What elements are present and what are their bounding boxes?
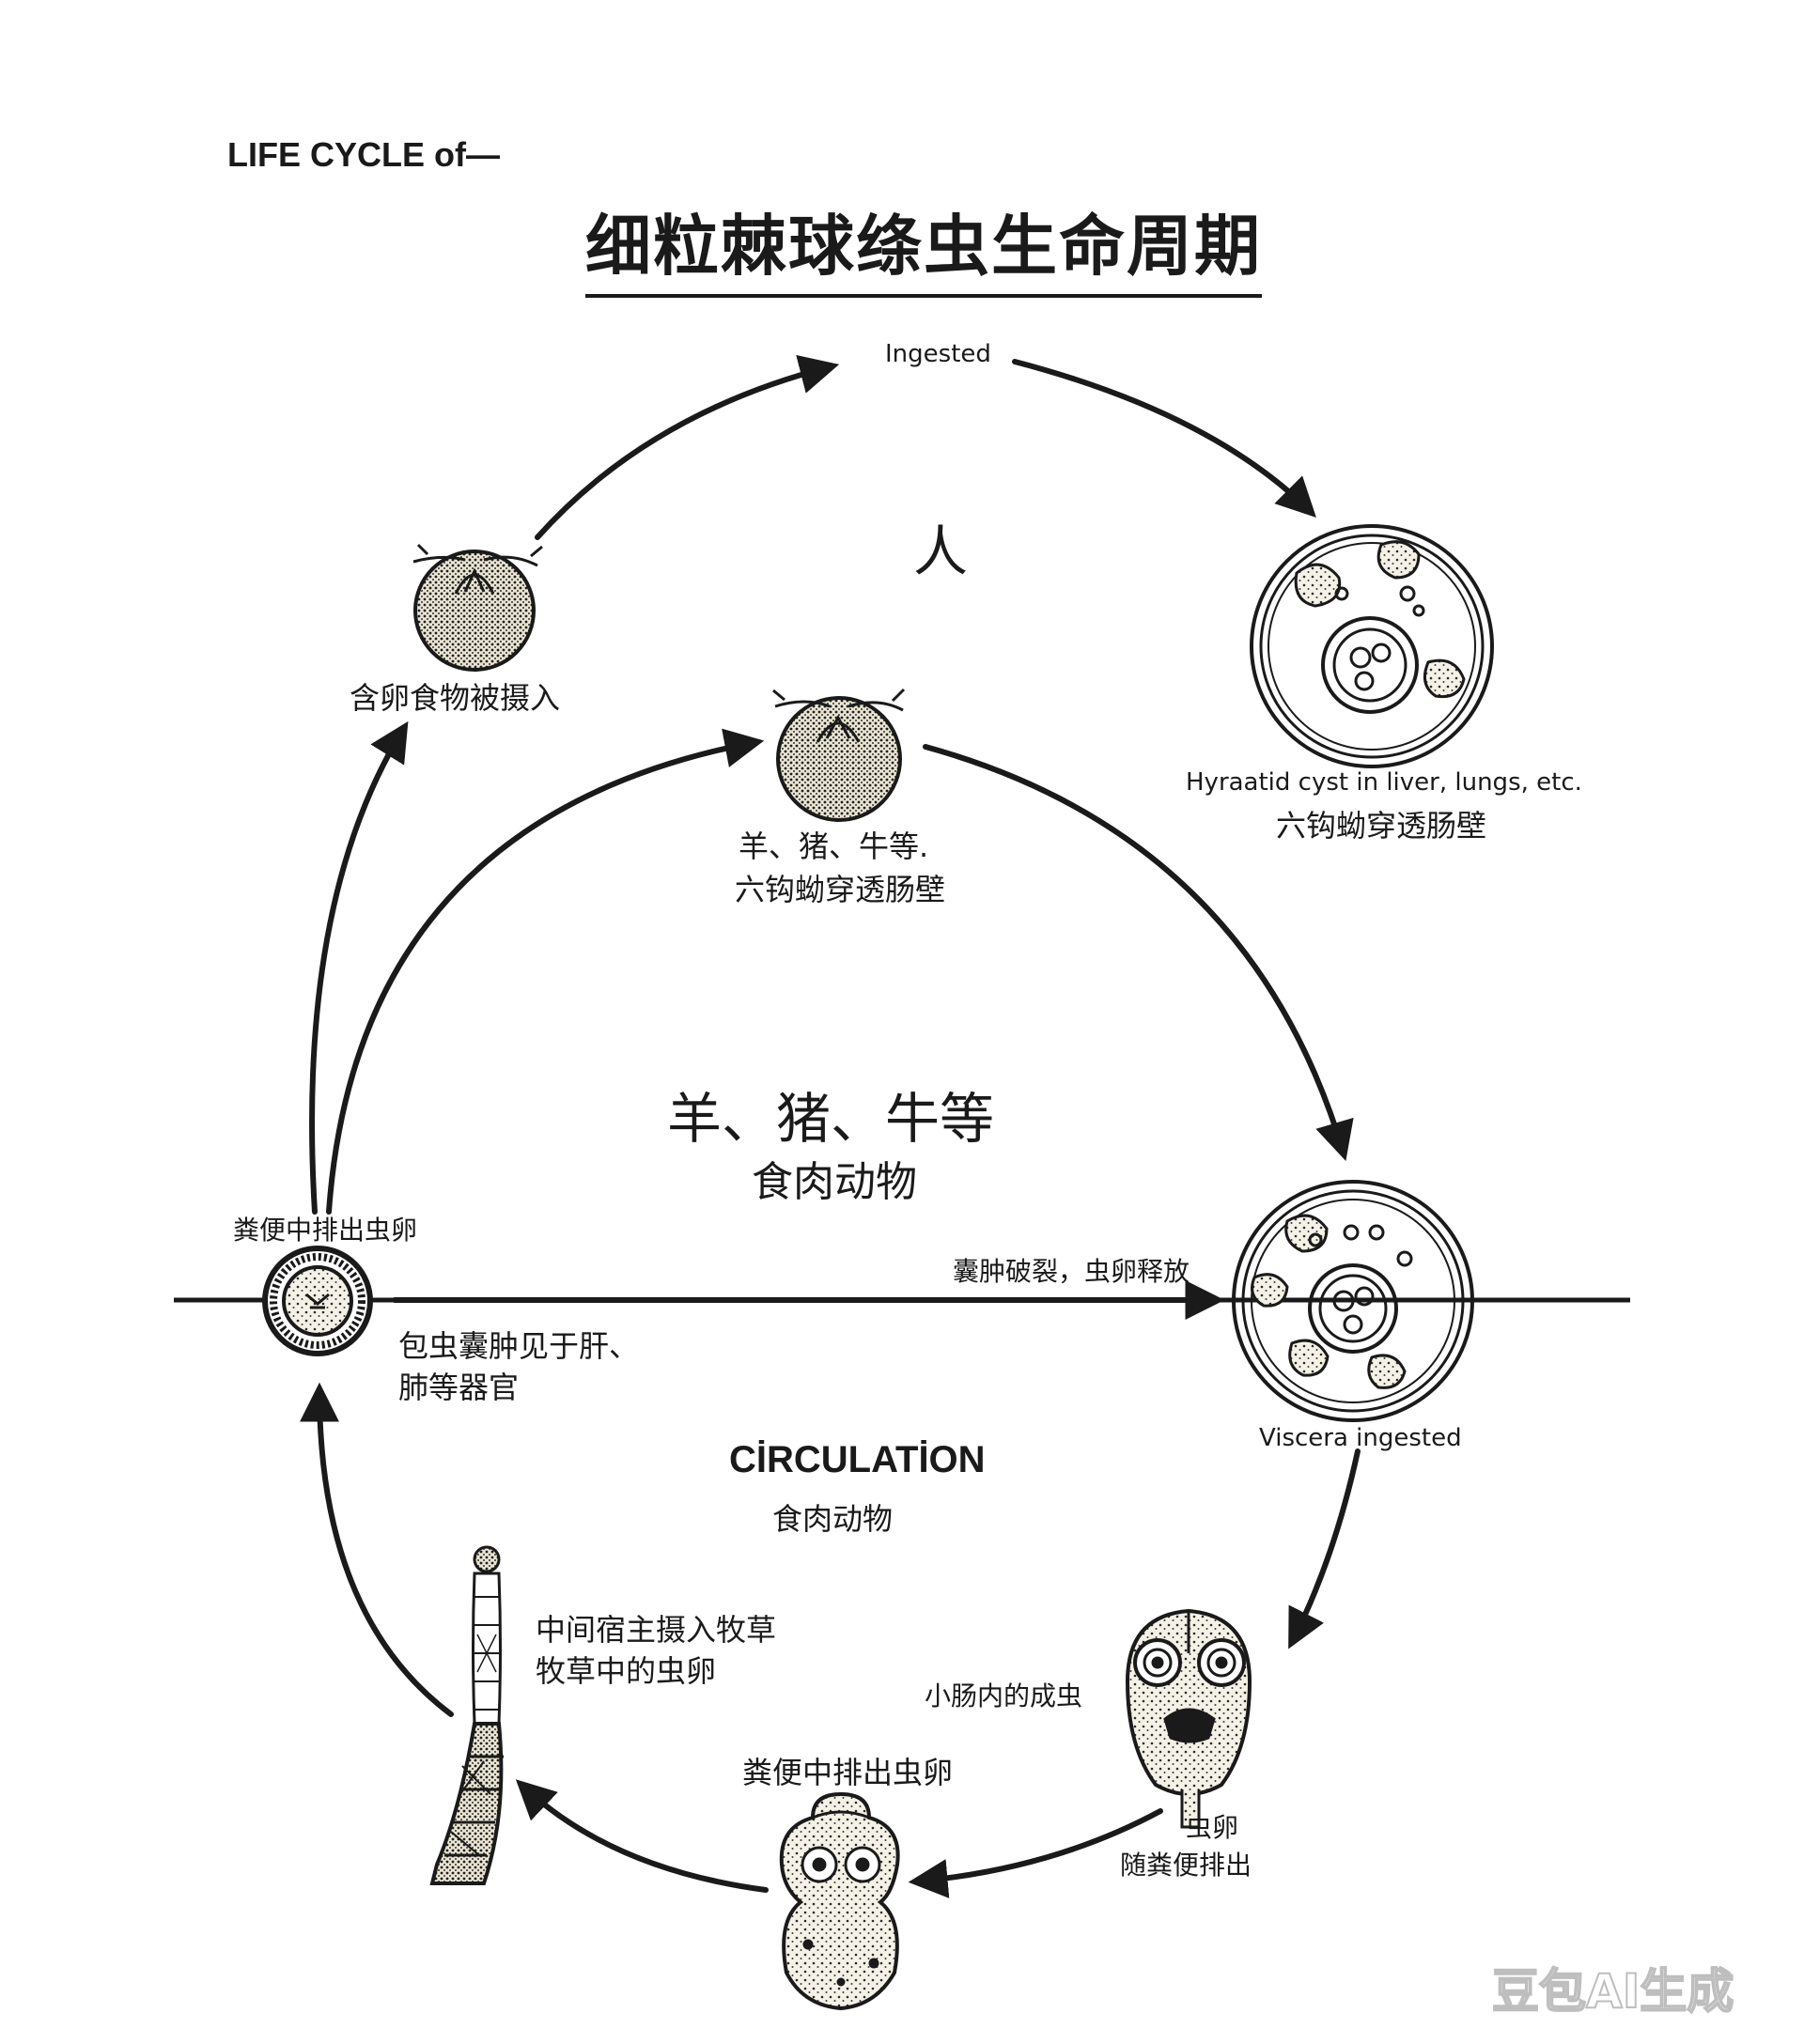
egg-icon [412,543,543,672]
arrow-ingested-to-human [535,355,840,540]
arrow-proglottid-to-worm [515,1779,769,1893]
label-viscera: Viscera ingested [1259,1424,1462,1452]
label-intermediate-line2: 牧草中的虫卵 [536,1653,717,1689]
arrow-worm-to-left [300,1382,454,1717]
arrow-adult-to-proglottid [908,1808,1163,1898]
label-intermediate-line1: 中间宿主摄入牧草 [536,1612,777,1648]
arrow-left-to-upper-egg [309,720,409,1215]
tapeworm-icon [429,1545,504,1885]
label-cyst-rupture: 囊肿破裂，虫卵释放 [953,1256,1190,1287]
label-egg-out-line2: 随粪便排出 [1120,1850,1252,1881]
arrow-left-to-host-egg [326,728,765,1215]
label-center-carnivore: 食肉动物 [752,1158,917,1206]
oncosphere-icon [262,1246,373,1356]
arrow-host-to-lower-cyst [923,744,1354,1162]
label-hydatid-line2: 肺等器官 [398,1370,520,1405]
diagram-title: 细粒棘球绦虫生命周期 [585,194,1262,298]
diagram-heading: LIFE CYCLE of— [227,135,500,174]
label-circulation-sub: 食肉动物 [772,1501,894,1537]
label-egg-passed-bottom: 粪便中排出虫卵 [742,1755,954,1790]
hydatid-cyst-icon [1250,524,1494,768]
label-ingested-food: 含卵食物被摄入 [350,680,561,716]
label-ingested: Ingested [885,340,991,368]
proglottid-icon [779,1791,900,2011]
arrow-viscera-to-adult [1288,1448,1361,1649]
label-human: 人 [913,519,969,583]
label-host-line2: 六钩蚴穿透肠壁 [735,872,946,907]
adult-scolex-icon [1125,1608,1252,1829]
arrow-human-to-cyst [1012,359,1316,518]
label-center-hosts: 羊、猪、牛等 [667,1087,995,1151]
label-egg-passed-left: 粪便中排出虫卵 [233,1215,418,1246]
watermark: 豆包AI生成 [1491,1963,1734,2020]
label-adult-worm: 小肠内的成虫 [925,1680,1083,1711]
label-circulation: CİRCULATİON [729,1439,986,1480]
hydatid-cyst-icon [1232,1180,1474,1422]
label-cyst-en: Hyraatid cyst in liver, lungs, etc. [1186,768,1582,797]
egg-icon [772,688,906,822]
label-cyst-cn: 六钩蚴穿透肠壁 [1276,808,1487,844]
label-host-line1: 羊、猪、牛等. [739,828,929,864]
label-egg-out-line1: 虫卵 [1186,1812,1239,1843]
label-hydatid-line1: 包虫囊肿见于肝、 [398,1328,640,1364]
